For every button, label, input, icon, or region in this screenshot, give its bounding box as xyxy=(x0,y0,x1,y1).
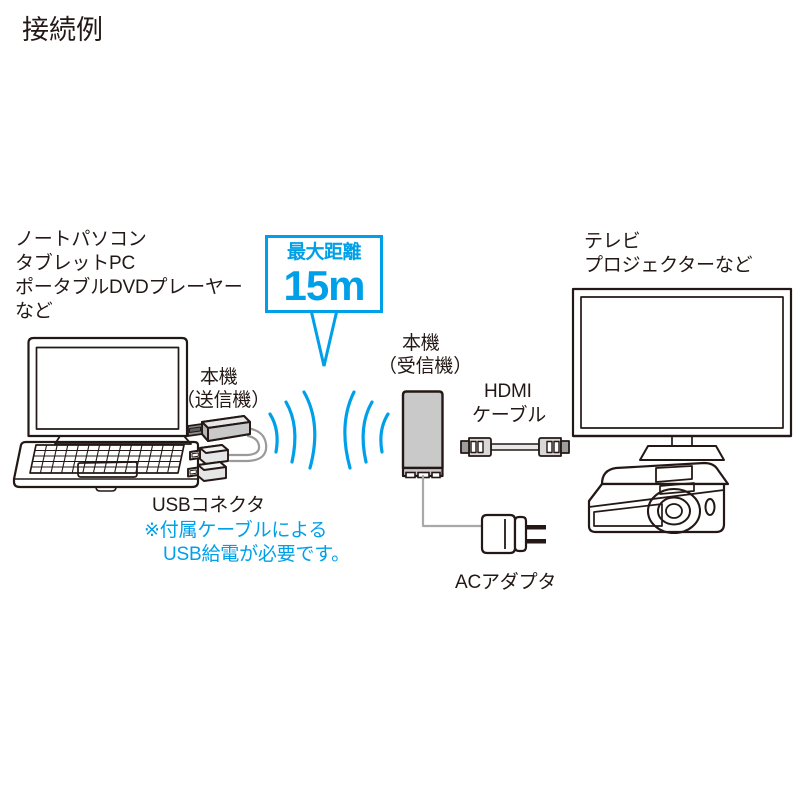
source-devices-label-line1: ノートパソコン xyxy=(15,229,147,250)
wireless-arcs-right xyxy=(340,378,410,470)
max-distance-value: 15m xyxy=(283,262,365,309)
receiver-label-line1: 本機 xyxy=(402,333,440,354)
source-devices-label-line3: ポータブルDVDプレーヤー xyxy=(15,277,243,298)
power-cable xyxy=(416,474,526,544)
max-distance-callout: 最大距離 15m xyxy=(265,235,383,313)
transmitter-label-line1: 本機 xyxy=(200,367,238,388)
laptop-illustration xyxy=(8,332,208,497)
hdmi-cable-label-line1: HDMI xyxy=(484,381,532,402)
transmitter-label-line2: （送信機） xyxy=(176,390,271,411)
hdmi-receiver-unit xyxy=(396,388,456,488)
flat-panel-tv xyxy=(568,284,798,464)
display-devices-label-line1: テレビ xyxy=(584,231,641,252)
max-distance-caption: 最大距離 xyxy=(286,242,362,263)
display-devices-label-line2: プロジェクターなど xyxy=(584,255,753,276)
projector-illustration xyxy=(558,460,788,560)
usb-note-line1: ※付属ケーブルによる xyxy=(144,520,328,541)
ac-adapter-label: ACアダプタ xyxy=(455,572,557,593)
hdmi-cable-illustration xyxy=(455,432,580,464)
max-distance-callout-tail xyxy=(265,310,383,370)
source-devices-label-line4: など xyxy=(15,301,53,322)
ac-adapter-plug xyxy=(476,508,556,564)
receiver-label-line2: （受信機） xyxy=(378,356,473,377)
usb-transmitter-dongle xyxy=(178,412,298,497)
page-title: 接続例 xyxy=(22,15,103,45)
source-devices-label-line2: タブレットPC xyxy=(15,253,135,274)
usb-note-line2: USB給電が必要です。 xyxy=(163,544,350,565)
hdmi-cable-label-line2: ケーブル xyxy=(472,405,547,426)
wireless-arcs-left xyxy=(256,378,326,470)
usb-connector-label: USBコネクタ xyxy=(152,495,265,516)
